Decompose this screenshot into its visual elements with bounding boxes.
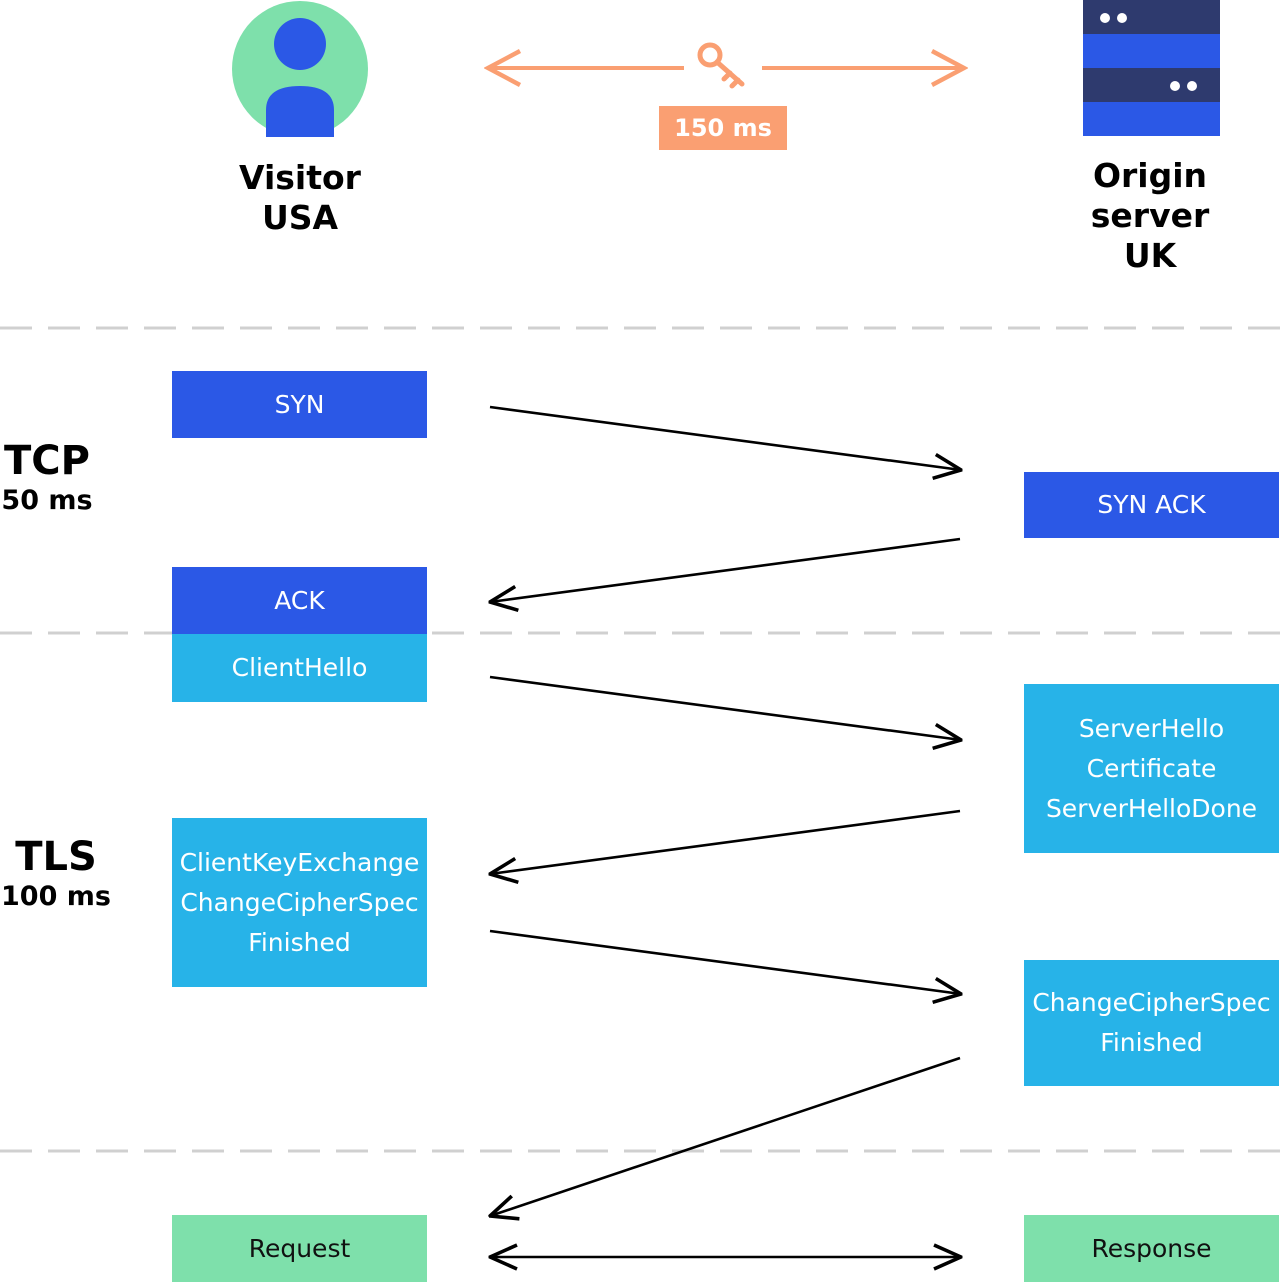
server-hello-line: ServerHelloDone [1045,793,1258,823]
server-hello-box: ServerHello Certificate ServerHelloDone [1024,684,1279,853]
client-hello-label: ClientHello [231,653,368,682]
client-key-exchange-box: ClientKeyExchange ChangeCipherSpec Finis… [172,818,427,987]
phase-tls: TLS 100 ms [0,834,112,914]
phase-tcp-duration: 50 ms [1,485,93,516]
client-key-arrow [489,929,961,994]
client-key-line: Finished [248,927,351,957]
origin-name: Origin server [1090,156,1210,235]
server-finished-arrow [490,1056,961,1216]
client-hello-box: ClientHello [172,634,427,702]
message-arrows [489,405,961,1257]
phase-tls-name: TLS [15,834,97,880]
server-hello-line: ServerHello [1078,713,1225,743]
latency-badge: 150 ms [659,106,787,150]
syn-ack-arrow [490,537,961,602]
request-box: Request [172,1215,427,1282]
origin-location: UK [1123,236,1177,275]
ack-label: ACK [274,585,325,615]
phase-tcp-name: TCP [4,438,90,484]
syn-label: SYN [274,389,325,419]
phase-tcp: TCP 50 ms [0,438,94,518]
visitor-title: Visitor USA [170,158,430,238]
request-label: Request [248,1233,351,1263]
syn-box: SYN [172,371,427,438]
response-label: Response [1091,1233,1212,1263]
client-key-line: ChangeCipherSpec [180,887,419,917]
person-icon [232,1,368,137]
server-finished-line: ChangeCipherSpec [1032,988,1271,1017]
server-hello-arrow [490,809,961,874]
visitor-name: Visitor [239,158,361,197]
syn-ack-label: SYN ACK [1097,490,1206,519]
phase-tls-duration: 100 ms [1,881,111,912]
server-finished-line: Finished [1100,1028,1203,1057]
server-finished-box: ChangeCipherSpec Finished [1024,960,1279,1086]
visitor-location: USA [261,198,339,237]
ack-box: ACK [172,567,427,634]
key-icon [697,42,745,89]
server-hello-line: Certificate [1086,753,1217,783]
client-key-line: ClientKeyExchange [179,847,420,877]
syn-ack-box: SYN ACK [1024,472,1279,538]
server-icon [1083,0,1220,136]
client-hello-arrow [489,675,961,740]
syn-arrow [489,405,961,470]
origin-title: Origin server UK [1030,156,1270,276]
response-box: Response [1024,1215,1279,1282]
